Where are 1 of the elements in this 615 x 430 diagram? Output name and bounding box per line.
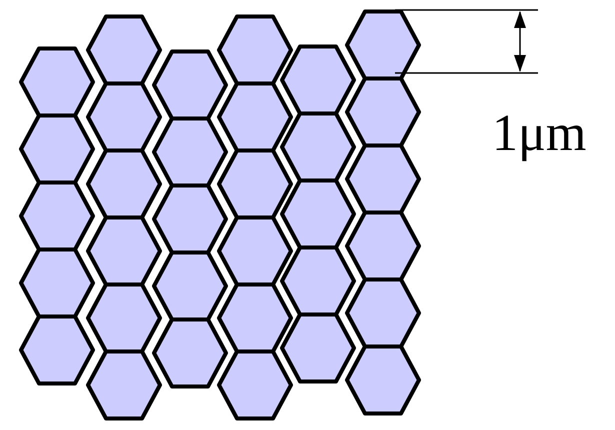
- dimension-label: 1μm: [492, 104, 586, 164]
